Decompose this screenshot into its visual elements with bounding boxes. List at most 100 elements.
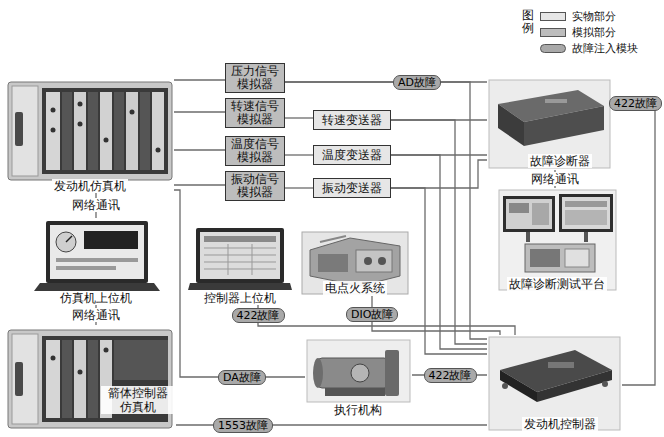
engine-controller-photo-part — [602, 381, 608, 387]
sim-host-laptop-photo-part — [46, 221, 148, 283]
rocket-controller-simulator-photo-part — [46, 340, 60, 418]
rocket-controller-simulator-photo-part — [15, 362, 23, 396]
legend-text: 实物部分 — [572, 10, 616, 23]
photo-node: 故障诊断测试平台 — [497, 188, 618, 292]
test-platform-photo-part — [565, 210, 607, 225]
photo-caption: 发动机仿真机 — [52, 179, 128, 193]
simulator-box: 振动信号 模拟器 — [225, 171, 285, 201]
engine-simulator-photo-part — [156, 148, 161, 153]
test-platform-photo-part — [565, 249, 589, 267]
transmitter-box: 转速变送器 — [313, 110, 391, 130]
engine-simulator-photo-part — [114, 92, 124, 170]
rocket-controller-simulator-photo-part — [78, 370, 83, 375]
box-label: 温度信号 模拟器 — [229, 138, 281, 164]
photo-node: 电点火系统 — [300, 230, 410, 296]
box-label: 振动变送器 — [322, 182, 382, 195]
test-platform-photo-part — [525, 244, 595, 272]
engine-simulator-photo-part — [8, 82, 172, 180]
controller-host-laptop-photo-part — [204, 262, 276, 263]
engine-simulator-photo-part — [15, 112, 23, 146]
photo-caption: 故障诊断器 — [528, 154, 592, 168]
engine-simulator-photo-part — [88, 92, 98, 170]
engine-simulator-photo-part — [100, 92, 112, 170]
controller-host-laptop-photo-part — [228, 244, 229, 275]
ignition-system-photo-part — [378, 257, 386, 265]
photo-caption: 控制器上位机 — [202, 291, 278, 305]
engine-simulator-photo-part — [42, 88, 168, 174]
ignition-system-photo-part — [310, 238, 400, 286]
test-platform-photo-part — [530, 249, 560, 267]
test-platform-photo-part — [562, 197, 610, 229]
test-platform-photo-part — [559, 194, 613, 232]
actuator-photo-part — [385, 350, 399, 396]
sim-host-laptop-photo-part — [56, 266, 116, 270]
sim-host-laptop-photo-part — [84, 231, 138, 249]
engine-controller-photo — [489, 337, 620, 430]
edge-label: 网络通讯 — [529, 172, 581, 186]
engine-simulator-photo-part — [140, 92, 150, 170]
rocket-controller-simulator-photo-part — [104, 348, 109, 353]
ignition-system-photo-part — [356, 250, 392, 272]
photo-caption: 故障诊断测试平台 — [507, 277, 607, 291]
fault-diagnoser-photo-part — [498, 104, 524, 146]
legend-swatch — [540, 44, 566, 53]
actuator-photo-part — [351, 364, 369, 382]
simulator-box: 转速信号 模拟器 — [225, 98, 285, 128]
controller-host-laptop-photo-part — [204, 255, 276, 256]
engine-controller-photo-part — [489, 337, 620, 430]
engine-controller-photo-part — [500, 370, 537, 402]
photo-caption: 执行机构 — [332, 403, 384, 417]
photo-caption: 电点火系统 — [323, 281, 387, 295]
photo-caption: 仿真机上位机 — [58, 291, 134, 305]
test-platform-photo-part — [532, 203, 549, 225]
transmitter-box: 温度变送器 — [313, 145, 391, 165]
connector — [174, 190, 305, 377]
engine-simulator-photo-part — [78, 122, 83, 127]
actuator-photo-part — [313, 358, 323, 388]
controller-host-laptop-photo-part — [204, 269, 276, 270]
test-platform-photo-part — [506, 199, 552, 229]
engine-simulator-photo-part — [12, 86, 38, 176]
connector — [612, 103, 655, 385]
rocket-controller-simulator-photo-part — [12, 334, 38, 424]
photo-node: 发动机控制器 — [487, 335, 622, 432]
connector — [391, 188, 487, 354]
sim-host-laptop-photo — [34, 221, 160, 291]
box-label: 转速变送器 — [322, 114, 382, 127]
engine-simulator-photo-part — [78, 102, 83, 107]
controller-host-laptop-photo-part — [252, 244, 253, 275]
controller-host-laptop-photo — [188, 228, 292, 290]
transmitter-box: 振动变送器 — [313, 178, 391, 198]
controller-host-laptop-photo-part — [204, 248, 276, 249]
photo-node: 故障诊断器 — [487, 78, 612, 170]
actuator-photo-part — [307, 340, 410, 402]
legend-swatch — [540, 12, 566, 21]
connector — [174, 184, 225, 185]
engine-simulator-photo-part — [62, 92, 72, 170]
simulator-box: 温度信号 模拟器 — [225, 136, 285, 166]
rocket-controller-simulator-photo-part — [88, 340, 98, 418]
legend-swatch — [540, 28, 566, 37]
photo-node: 发动机仿真机 — [5, 78, 174, 193]
photo-node: 仿真机上位机 — [33, 218, 160, 305]
test-platform-photo-part — [503, 196, 555, 232]
connector — [391, 155, 487, 349]
rocket-controller-simulator-photo-part — [74, 340, 86, 418]
engine-simulator-photo-part — [51, 128, 56, 133]
connector — [285, 154, 313, 155]
test-platform-photo-part — [565, 201, 607, 207]
controller-host-laptop-photo-part — [188, 283, 292, 290]
engine-simulator-photo-part — [126, 92, 138, 170]
connector — [285, 117, 313, 118]
connector — [285, 187, 313, 188]
controller-host-laptop-photo-part — [200, 232, 280, 279]
sim-host-laptop-photo-part — [34, 283, 160, 291]
rocket-controller-simulator-photo-part — [114, 340, 168, 380]
controller-host-laptop-photo-part — [196, 228, 284, 283]
actuator-photo-part — [318, 358, 388, 388]
test-platform-photo — [499, 190, 616, 290]
ignition-system-photo-part — [320, 236, 346, 242]
engine-simulator-photo-part — [104, 138, 109, 143]
